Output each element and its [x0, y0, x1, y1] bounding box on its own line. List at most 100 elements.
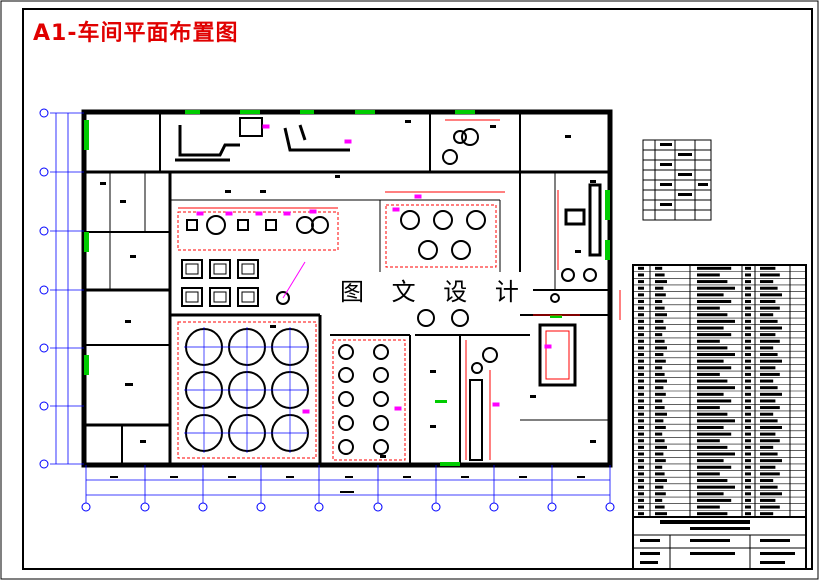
table-cell-text [697, 419, 735, 423]
table-cell-text [760, 392, 782, 396]
table-cell-text [697, 479, 728, 483]
table-cell-text [655, 286, 664, 290]
table-cell-text [760, 333, 776, 337]
table-row-qty [745, 439, 751, 443]
table-cell-text [697, 406, 720, 410]
table-cell-text [697, 306, 720, 310]
table-cell-text [697, 512, 728, 516]
building-walls [81, 109, 613, 468]
legend-table-text-bars [660, 143, 708, 206]
small-equipment-row [186, 215, 329, 235]
table-cell-text [760, 372, 780, 376]
table-cell-text [760, 445, 774, 449]
table-cell-text [760, 319, 778, 323]
table-cell-text [760, 386, 778, 390]
table-cell-text [697, 492, 724, 496]
table-cell-text [697, 313, 728, 317]
dimension-ticks-bottom [110, 476, 585, 493]
table-cell-text [655, 266, 663, 270]
table-row-qty [745, 333, 751, 337]
table-cell-text [655, 492, 666, 496]
table-cell-text [655, 346, 667, 350]
watermark-text: 图 文 设 计 [336, 272, 533, 307]
table-cell-text [760, 273, 780, 277]
table-row-qty [745, 492, 751, 496]
table-row-qty [745, 372, 751, 376]
table-row-number [638, 273, 644, 277]
table-cell-text [760, 286, 778, 290]
table-row-number [638, 333, 644, 337]
table-row-number [638, 425, 644, 429]
table-row-number [638, 313, 644, 317]
table-cell-text [655, 452, 664, 456]
table-cell-text [697, 412, 728, 416]
table-cell-text [760, 512, 774, 516]
table-row-number [638, 459, 644, 463]
table-cell-text [760, 266, 776, 270]
table-row-number [638, 353, 644, 357]
table-cell-text [655, 406, 665, 410]
table-row-number [638, 492, 644, 496]
table-row-number [638, 372, 644, 376]
table-cell-text [697, 399, 732, 403]
table-row-qty [745, 286, 751, 290]
large-tank-crosshairs [184, 327, 308, 453]
large-tank-zone [177, 321, 317, 459]
table-cell-text [760, 366, 776, 370]
table-row-qty [745, 379, 751, 383]
table-cell-text [760, 346, 774, 350]
table-cell-text [655, 425, 666, 429]
table-cell-text [760, 353, 778, 357]
table-row-number [638, 479, 644, 483]
table-row-qty [745, 353, 751, 357]
table-cell-text [697, 372, 720, 376]
table-row-qty [745, 339, 751, 343]
table-cell-text [697, 505, 720, 509]
table-row-number [638, 498, 644, 502]
table-row-number [638, 280, 644, 284]
grid-axis-left [50, 112, 84, 465]
table-cell-text [655, 399, 663, 403]
table-row-qty [745, 498, 751, 502]
title-block [632, 516, 807, 570]
storage-tank-right [538, 323, 577, 387]
table-cell-text [655, 379, 667, 383]
table-cell-text [760, 419, 778, 423]
table-row-qty [745, 366, 751, 370]
table-cell-text [697, 386, 735, 390]
table-cell-text [697, 472, 720, 476]
drawing-title: A1-车间平面布置图 [33, 21, 239, 46]
table-cell-text [655, 319, 664, 323]
table-row-number [638, 379, 644, 383]
column-tank-group [338, 344, 389, 455]
table-cell-text [655, 293, 666, 297]
table-cell-text [655, 459, 666, 463]
column-tank-zone [332, 339, 406, 461]
table-cell-text [760, 339, 780, 343]
table-cell-text [655, 445, 667, 449]
table-cell-text [655, 439, 665, 443]
table-row-qty [745, 306, 751, 310]
table-row-qty [745, 465, 751, 469]
table-row-qty [745, 412, 751, 416]
table-row-qty [745, 326, 751, 330]
table-row-qty [745, 445, 751, 449]
table-cell-text [655, 498, 663, 502]
table-row-qty [745, 293, 751, 297]
table-cell-text [760, 479, 774, 483]
table-cell-text [697, 359, 724, 363]
table-row-qty [745, 485, 751, 489]
table-cell-text [760, 313, 774, 317]
table-row-number [638, 326, 644, 330]
pump-icon [276, 291, 290, 305]
table-cell-text [655, 306, 665, 310]
table-cell-text [760, 326, 782, 330]
table-cell-text [760, 472, 780, 476]
table-cell-text [697, 353, 735, 357]
table-cell-text [655, 472, 665, 476]
table-cell-text [655, 280, 667, 284]
table-row-number [638, 359, 644, 363]
table-cell-text [655, 392, 666, 396]
table-cell-text [760, 505, 780, 509]
table-row-qty [745, 419, 751, 423]
